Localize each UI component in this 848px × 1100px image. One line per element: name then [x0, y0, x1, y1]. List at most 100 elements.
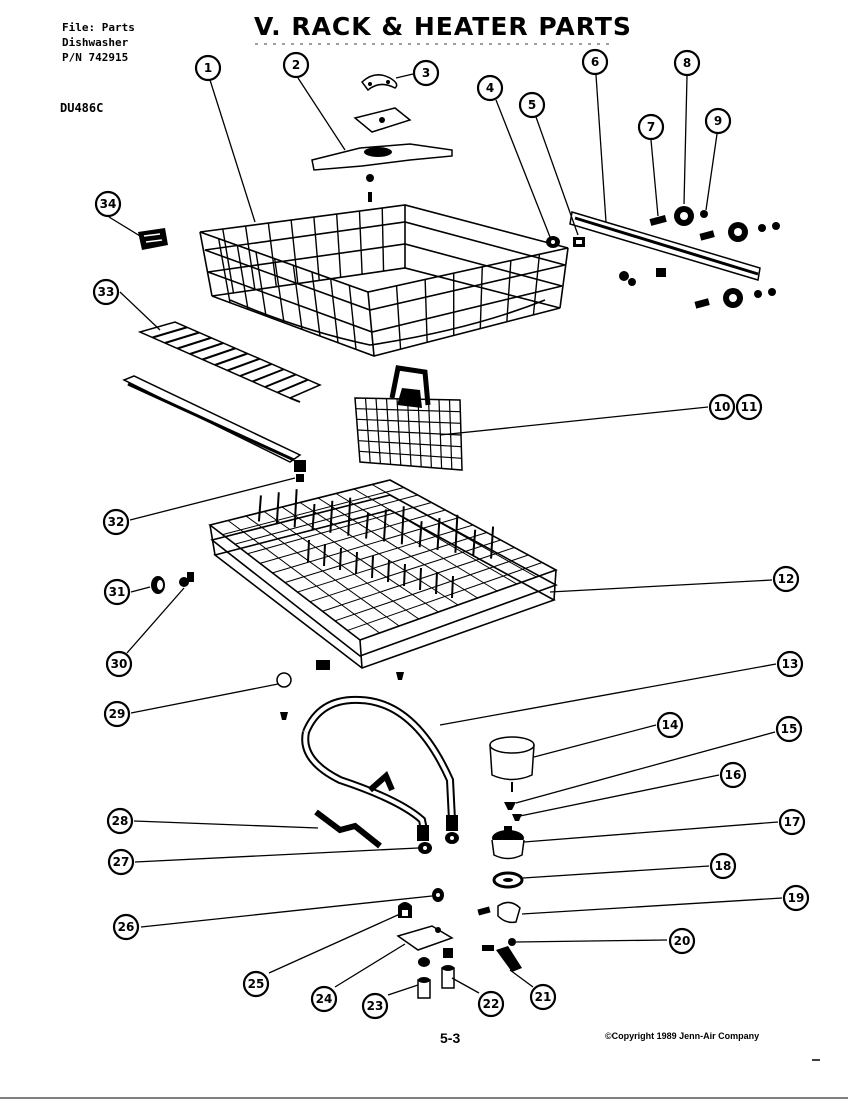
- callout-33: 33: [92, 278, 120, 306]
- part-6-rack-rail: [569, 211, 761, 281]
- callout-9-label: 9: [714, 114, 722, 128]
- callout-21: 21: [529, 983, 557, 1011]
- callout-26: 26: [112, 913, 140, 941]
- callout-6-label: 6: [591, 55, 599, 69]
- wire-segment: [236, 245, 249, 310]
- part-27-nut: [418, 832, 459, 854]
- callout-2: 2: [282, 51, 310, 79]
- part-21-bracket: [482, 945, 522, 972]
- part-5-clip: [573, 237, 585, 247]
- wire-segment: [358, 440, 462, 448]
- wire-segment: [355, 551, 358, 575]
- part-14-thermostat-cap: [489, 736, 535, 792]
- wire-segment: [311, 271, 321, 337]
- part-20-screw: [508, 938, 516, 946]
- callout-23-label: 23: [367, 999, 384, 1013]
- callout-28: 28: [106, 807, 134, 835]
- callout-11-label: 11: [741, 400, 758, 414]
- wire-segment: [359, 450, 462, 459]
- part-17-float: [491, 826, 525, 860]
- wire-segment: [400, 506, 405, 545]
- wire-segment: [245, 515, 400, 627]
- wire-segment: [299, 502, 459, 606]
- callout-30: 30: [105, 650, 133, 678]
- callout-13: 13: [776, 650, 804, 678]
- wire-segment: [264, 373, 297, 388]
- callout-5: 5: [518, 91, 546, 119]
- callout-4-label: 4: [486, 81, 494, 95]
- callout-14-label: 14: [662, 718, 679, 732]
- file-header: File: Parts Dishwasher P/N 742915: [62, 20, 135, 65]
- callout-32: 32: [102, 508, 130, 536]
- part-25-clip: [398, 902, 412, 918]
- callout-1-label: 1: [204, 61, 212, 75]
- rack-fasteners: [276, 660, 404, 720]
- callout-34-label: 34: [100, 197, 117, 211]
- wire-segment: [293, 489, 298, 528]
- type-line: Dishwasher: [62, 36, 129, 49]
- part-31-wheel: [151, 576, 165, 594]
- wire-segment: [418, 521, 423, 548]
- wire-segment: [479, 266, 483, 329]
- part-3-bracket: [360, 74, 398, 92]
- part-10-11-silverware-basket: [354, 365, 463, 471]
- part-1-upper-rack: [199, 204, 569, 357]
- part-33-cup-shelf: [137, 321, 322, 403]
- callout-15-label: 15: [781, 722, 798, 736]
- file-line: File: Parts: [62, 21, 135, 34]
- wire-segment: [311, 503, 316, 531]
- part-32-rail: [122, 375, 306, 482]
- wire-segment: [329, 278, 339, 343]
- wire-segment: [356, 418, 461, 424]
- wire-segment: [217, 238, 231, 303]
- wire-segment: [227, 357, 260, 372]
- callout-15: 15: [775, 715, 803, 743]
- wire-segment: [532, 254, 541, 315]
- callout-17-label: 17: [784, 815, 801, 829]
- callout-30-label: 30: [111, 657, 128, 671]
- part-15-16-screws: [504, 802, 522, 821]
- callout-13-label: 13: [782, 657, 799, 671]
- callout-23: 23: [361, 992, 389, 1020]
- wire-segment: [451, 575, 454, 599]
- page-number: 5-3: [440, 1030, 461, 1046]
- page-title: V. RACK & HEATER PARTS: [254, 12, 632, 41]
- wire-segment: [472, 529, 477, 556]
- wire-segment: [353, 488, 518, 585]
- callout-29: 29: [103, 700, 131, 728]
- copyright-notice: ©Copyright 1989 Jenn-Air Company: [605, 1031, 760, 1041]
- wire-segment: [335, 493, 498, 592]
- callout-6: 6: [581, 48, 609, 76]
- wire-segment: [365, 512, 370, 539]
- callout-8-label: 8: [683, 56, 691, 70]
- callout-7: 7: [637, 113, 665, 141]
- callout-29-label: 29: [109, 707, 126, 721]
- wire-segment: [222, 228, 235, 294]
- callout-26-label: 26: [118, 920, 135, 934]
- wire-segment: [257, 495, 262, 522]
- wire-segment: [339, 547, 342, 571]
- wire-segment: [347, 497, 352, 536]
- callout-7-label: 7: [647, 120, 655, 134]
- wire-segment: [164, 331, 200, 344]
- callout-19-label: 19: [788, 891, 805, 905]
- callout-27-label: 27: [113, 855, 130, 869]
- part-2-hub-plate: [353, 107, 412, 133]
- wire-segment: [317, 497, 478, 599]
- wire-segment: [273, 258, 285, 323]
- callout-16-label: 16: [725, 768, 742, 782]
- part-26-nut: [432, 888, 444, 902]
- wire-segment: [358, 210, 363, 275]
- wire-segment: [454, 514, 459, 553]
- callout-25: 25: [242, 970, 270, 998]
- callout-11: 11: [735, 393, 763, 421]
- wire-segment: [355, 408, 461, 413]
- callout-21-label: 21: [535, 990, 552, 1004]
- wire-segment: [506, 260, 512, 322]
- wire-segment: [189, 342, 224, 355]
- wire-segment: [371, 484, 537, 578]
- callout-28-label: 28: [112, 814, 129, 828]
- part-4-roller: [546, 236, 560, 248]
- wire-segment: [263, 511, 420, 620]
